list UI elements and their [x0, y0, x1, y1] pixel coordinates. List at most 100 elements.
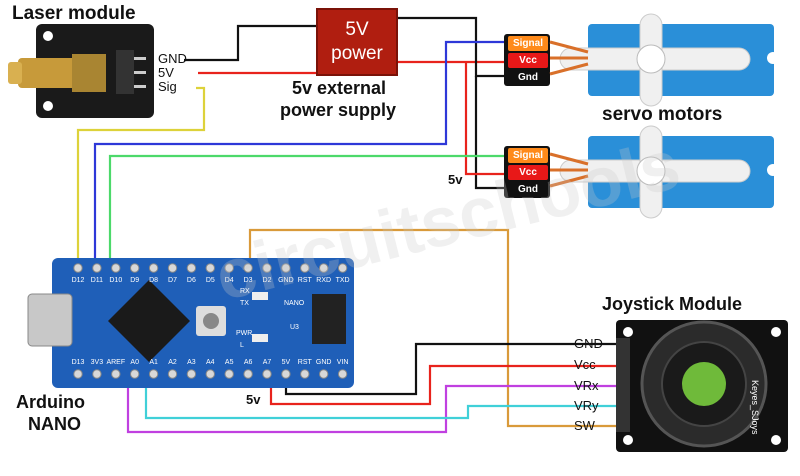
wires	[76, 16, 616, 434]
wire-laser-gnd	[184, 24, 316, 62]
wire-psu-gnd	[398, 16, 506, 78]
nano-pin	[337, 369, 348, 379]
nano-tx-label: TX	[240, 300, 249, 307]
nano-pin	[281, 263, 291, 273]
nano-l-label: L	[240, 342, 244, 349]
nano-pin-label: A3	[187, 359, 196, 366]
laser-mount-hole	[43, 31, 53, 41]
joystick-pin-sw: SW	[574, 418, 595, 433]
wire-gnd-joy	[284, 342, 616, 396]
nano-pin-label: D6	[187, 277, 196, 284]
nano-pin-label: A5	[225, 359, 234, 366]
nano-led	[252, 334, 268, 342]
psu-caption-line-2: power supply	[280, 100, 397, 120]
joystick-pin-vry: VRy	[574, 398, 599, 413]
nano-pin-label: A0	[130, 359, 139, 366]
laser-module	[8, 24, 154, 118]
nano-pin-label: D5	[206, 277, 215, 284]
servo2-signal-tag: Signal	[508, 148, 548, 163]
nano-pin	[224, 263, 234, 273]
wire-5v-joy	[269, 364, 616, 406]
nano-pin-label: A4	[206, 359, 215, 366]
nano-pin-label: AREF	[106, 359, 125, 366]
arduino-title-line-1: Arduino	[16, 392, 85, 412]
servo1-vcc-tag: Vcc	[508, 53, 548, 68]
servo-5v-label: 5v	[448, 172, 463, 187]
nano-pin-label: D7	[168, 277, 177, 284]
nano-pin	[337, 263, 348, 273]
nano-pin	[148, 369, 159, 379]
nano-icsp-header	[312, 294, 346, 344]
wire-a1-vry	[144, 378, 616, 420]
nano-pin	[73, 263, 83, 273]
nano-pin	[205, 263, 216, 273]
joystick-pin-vcc: Vcc	[574, 357, 596, 372]
nano-pin	[130, 263, 140, 273]
nano-pin	[224, 369, 234, 379]
servo-cable	[549, 40, 589, 76]
nano-5v-label: 5v	[246, 392, 261, 407]
nano-pin-label: A7	[263, 359, 272, 366]
laser-pin	[134, 71, 146, 74]
power-supply-box: 5V power	[316, 8, 398, 76]
laser-diode-back	[72, 54, 106, 92]
nano-pin-label: D8	[149, 277, 158, 284]
wire-gnd-servo2	[474, 76, 506, 190]
nano-pin-label: 5V	[282, 359, 291, 366]
laser-pin-5v: 5V	[158, 65, 174, 80]
laser-mount-hole	[43, 101, 53, 111]
psu-caption-line-1: 5v external	[292, 78, 387, 98]
servo1-signal-tag: Signal	[508, 36, 548, 51]
wire-laser-sig	[76, 86, 206, 264]
nano-pin-label: 3V3	[91, 359, 104, 366]
laser-diode-body	[18, 58, 76, 88]
nano-pin-label: RST	[298, 277, 313, 284]
nano-pin-label: D12	[72, 277, 85, 284]
joystick-mount-hole	[771, 327, 781, 337]
nano-pin	[300, 263, 310, 273]
laser-pin	[134, 85, 146, 88]
nano-pin	[243, 263, 253, 273]
servo2-gnd-tag: Gnd	[508, 182, 548, 197]
nano-pin-label: D4	[225, 277, 234, 284]
nano-pin-label: GND	[278, 277, 294, 284]
nano-pin-label: RXD	[316, 277, 331, 284]
joystick-mount-hole	[623, 327, 633, 337]
joystick-board-text: Keyes_SJoys	[750, 380, 760, 435]
nano-pin	[186, 263, 197, 273]
nano-pin-label: TXD	[336, 277, 350, 284]
nano-pin	[167, 369, 178, 379]
servo-mount-hole	[767, 52, 779, 64]
laser-module-title: Laser module	[12, 3, 136, 24]
laser-pin-gnd: GND	[158, 51, 187, 66]
nano-pin-label: D2	[263, 277, 272, 284]
joystick-pin-gnd: GND	[574, 336, 603, 351]
nano-led	[252, 292, 268, 300]
nano-pin	[167, 263, 178, 273]
joystick-mount-hole	[623, 435, 633, 445]
nano-pin-label: VIN	[337, 359, 349, 366]
nano-pin	[92, 263, 102, 273]
nano-pin-label: GND	[316, 359, 332, 366]
servo-hub	[636, 44, 666, 74]
nano-pin	[73, 369, 83, 379]
nano-pin	[130, 369, 140, 379]
servo-mount-hole	[767, 164, 779, 176]
nano-pin	[281, 369, 291, 379]
joystick-header	[616, 338, 630, 432]
nano-pin-label: D13	[72, 359, 85, 366]
arduino-title-line-2: NANO	[28, 414, 81, 434]
nano-pin	[111, 263, 121, 273]
nano-pin	[205, 369, 216, 379]
servo-cable	[549, 152, 589, 188]
laser-pin-sig: Sig	[158, 79, 177, 94]
nano-pwr-label: PWR	[236, 330, 253, 337]
servo-hub	[636, 156, 666, 186]
joystick-logo	[682, 362, 726, 406]
nano-u3-label: U3	[290, 324, 299, 331]
nano-pin	[186, 369, 197, 379]
nano-pin	[319, 369, 329, 379]
